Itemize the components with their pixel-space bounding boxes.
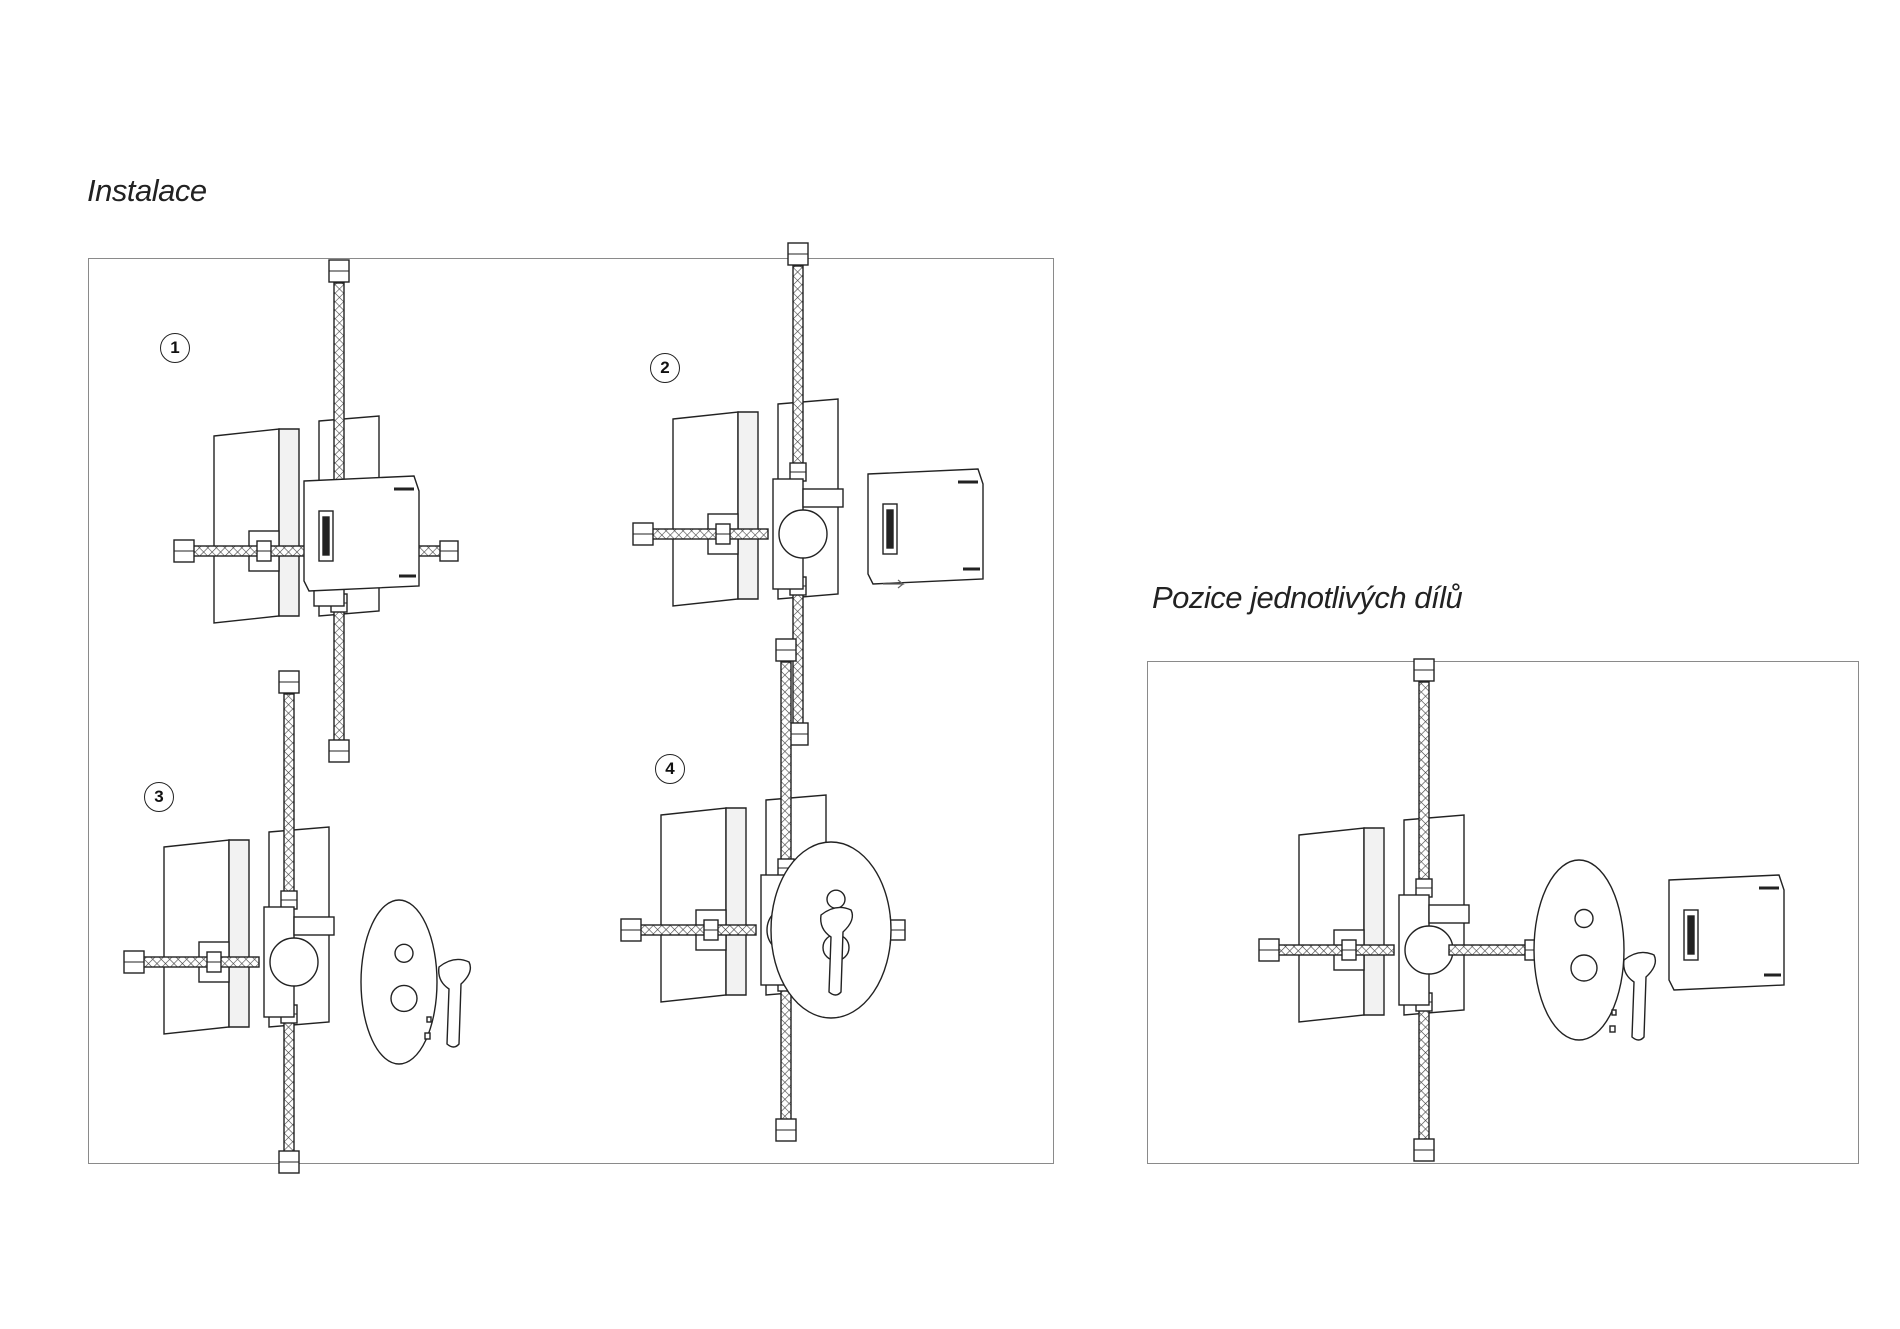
braided-hose [188, 545, 310, 557]
grub-screw [1611, 1009, 1617, 1016]
diverter-outlet [1428, 904, 1470, 924]
box-window-inner [322, 516, 330, 556]
screw-cap [1609, 1025, 1616, 1033]
mounting-block-side [725, 807, 747, 996]
parts-position-panel [1147, 661, 1859, 1164]
diverter-outlet [293, 916, 335, 936]
lever-hole [1570, 954, 1598, 982]
mounting-block-side [737, 411, 759, 600]
plaster-guard-box [1668, 874, 1785, 991]
braided-hose [333, 600, 345, 747]
mounting-block-left [1298, 827, 1365, 1023]
step-1-drawing [173, 259, 459, 763]
mounting-block-side [228, 839, 250, 1028]
box-window-inner [886, 509, 894, 549]
step-2-drawing [632, 242, 984, 746]
plaster-guard-box [867, 468, 984, 585]
braided-hose [333, 282, 345, 492]
mounting-block-left [672, 411, 739, 607]
plaster-guard-box [303, 475, 420, 592]
parts-exploded-drawing [1258, 658, 1785, 1162]
step-number-1: 1 [160, 333, 190, 363]
braided-hose [1418, 681, 1430, 891]
diverter-hole [1574, 908, 1594, 929]
braided-hose [647, 528, 769, 540]
mounting-block-side [1363, 827, 1385, 1016]
mounting-block-left [213, 428, 280, 624]
diverter-hole [394, 943, 414, 963]
valve-cartridge [269, 937, 319, 987]
braided-hose [1418, 999, 1430, 1146]
braided-hose [1273, 944, 1395, 956]
braided-hose [792, 265, 804, 475]
step-number-3: 3 [144, 782, 174, 812]
screw-cap [424, 1032, 431, 1040]
cover-plate [1533, 859, 1625, 1041]
mounting-block-left [660, 807, 727, 1003]
installation-steps-panel [88, 258, 1054, 1164]
mounting-block-side [278, 428, 300, 617]
braided-hose [780, 661, 792, 871]
lever-handle [1623, 951, 1657, 1041]
diverter-hole [826, 889, 846, 909]
lever-handle [438, 958, 472, 1048]
step-number-2: 2 [650, 353, 680, 383]
braided-hose [635, 924, 757, 936]
diverter-outlet [802, 488, 844, 508]
braided-hose [138, 956, 260, 968]
mounting-block-left [163, 839, 230, 1035]
step-4-drawing [620, 638, 906, 1142]
step-3-drawing [123, 670, 472, 1174]
parts-position-title: Pozice jednotlivých dílů [1152, 580, 1463, 615]
box-window-inner [1687, 915, 1695, 955]
step-number-4: 4 [655, 754, 685, 784]
valve-cartridge [1404, 925, 1454, 975]
braided-hose [283, 693, 295, 903]
braided-hose [1448, 944, 1530, 956]
cover-plate [360, 899, 438, 1065]
braided-hose [283, 1011, 295, 1158]
direction-arrow [883, 579, 905, 589]
valve-cartridge [778, 509, 828, 559]
installation-title: Instalace [87, 173, 207, 208]
lever-handle [820, 906, 854, 996]
grub-screw [426, 1016, 432, 1023]
braided-hose [780, 979, 792, 1126]
lever-hole [390, 984, 418, 1013]
